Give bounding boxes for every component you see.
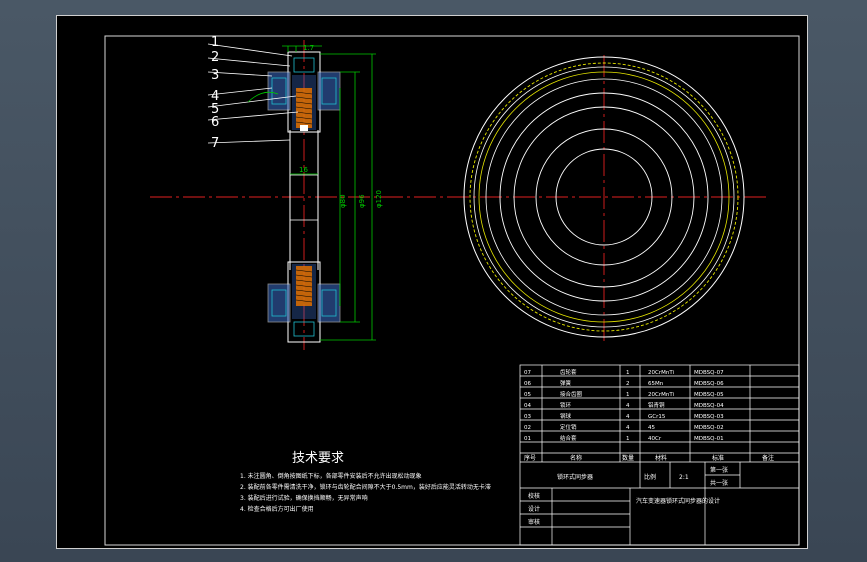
bom-cell-qty: 4 — [626, 414, 630, 420]
bom-header-material: 材料 — [655, 454, 667, 462]
drawing-sheet — [56, 15, 808, 549]
bom-header: 序号 名称 数量 材料 标准 备注 — [524, 454, 774, 462]
bom-cell-material: 40Cr — [648, 436, 662, 442]
tech-requirements-title: 技术要求 — [292, 451, 344, 466]
bom-cell-no: 06 — [524, 381, 531, 387]
part-label-6: 6 — [211, 115, 219, 130]
bom-cell-std: MDBSQ-02 — [694, 425, 724, 431]
bom-cell-material: 20CrMnTi — [648, 370, 675, 376]
bom-cell-std: MDBSQ-06 — [694, 381, 724, 387]
tech-line-1: 1. 未注圆角、倒角按图纸下标，各部零件安装后不允许出现松动现象 — [240, 472, 422, 480]
tech-requirements: 技术要求 1. 未注圆角、倒角按图纸下标，各部零件安装后不允许出现松动现象 2.… — [240, 451, 491, 513]
bom-header-note: 备注 — [762, 454, 774, 462]
part-label-5: 5 — [211, 102, 219, 117]
bom-cell-no: 04 — [524, 403, 531, 409]
tech-line-2: 2. 装配前各零件需清洗干净，锁环与齿轮配合间隙不大于0.5mm，装好后应能灵活… — [240, 483, 491, 491]
review-label: 审核 — [528, 518, 540, 526]
bom-cell-std: MDBSQ-07 — [694, 370, 724, 376]
bom-cell-qty: 1 — [626, 392, 630, 398]
bom-cell-qty: 4 — [626, 425, 630, 431]
dim-width: 16 — [299, 166, 308, 174]
sheet-total: 共一张 — [710, 479, 728, 487]
bom-cell-name: 锁环 — [560, 401, 572, 409]
project-title: 汽车变速器锁环式同步器的设计 — [636, 497, 720, 505]
bom-cell-no: 05 — [524, 392, 531, 398]
bom-header-no: 序号 — [524, 454, 536, 462]
part-label-4: 4 — [211, 89, 219, 104]
bom-cell-name: 弹簧 — [560, 379, 572, 387]
bom-cell-material: 45 — [648, 425, 655, 431]
part-label-3: 3 — [211, 68, 219, 83]
inner-frame — [104, 35, 800, 546]
tech-line-3: 3. 装配后进行试验，确保换挡顺畅，无异常声响 — [240, 494, 368, 502]
bom-cell-material: 铝青铜 — [648, 401, 665, 409]
bom-cell-no: 03 — [524, 414, 531, 420]
section-view — [207, 43, 376, 343]
bom-cell-no: 01 — [524, 436, 531, 442]
dim-d2: φ96 — [358, 194, 366, 208]
bom-cell-name: 钢球 — [560, 412, 572, 420]
design-label: 设计 — [528, 505, 540, 513]
drawing-name: 锁环式同步器 — [557, 473, 593, 481]
bom-cell-name: 接合齿圈 — [560, 390, 583, 398]
bom-cell-name: 定位销 — [560, 423, 577, 431]
bom-cell-qty: 1 — [626, 370, 630, 376]
bom-header-std: 标准 — [712, 454, 724, 462]
bom-cell-name: 结合套 — [560, 434, 577, 442]
bom-header-qty: 数量 — [622, 454, 634, 462]
tech-line-4: 4. 检查合格后方可出厂使用 — [240, 505, 314, 513]
bom-cell-material: GCr15 — [648, 414, 666, 420]
bom-header-name: 名称 — [570, 454, 582, 462]
title-block: 锁环式同步器 比例 2:1 第一张 共一张 校核 设计 审核 汽车变速器锁环式同… — [528, 466, 728, 526]
part-label-1: 1 — [211, 35, 219, 50]
bom-cell-std: MDBSQ-03 — [694, 414, 724, 420]
dim-d1: φ80 — [339, 194, 347, 208]
part-label-7: 7 — [211, 136, 219, 151]
dim-d3: φ120 — [375, 190, 383, 208]
bom-cell-material: 20CrMnTi — [648, 392, 675, 398]
bom-cell-qty: 1 — [626, 436, 630, 442]
check-label: 校核 — [528, 492, 540, 500]
bom-cell-material: 65Mn — [648, 381, 664, 387]
bom-cell-std: MDBSQ-01 — [694, 436, 724, 442]
front-view — [463, 56, 745, 338]
bom-cell-qty: 2 — [626, 381, 630, 387]
bom-cell-std: MDBSQ-04 — [694, 403, 724, 409]
bom-cell-qty: 4 — [626, 403, 630, 409]
bom-cell-std: MDBSQ-05 — [694, 392, 724, 398]
dim-top: 1.7 — [303, 44, 314, 52]
bom-grid — [519, 364, 800, 546]
bom-rows: 07 齿轮套 1 20CrMnTi MDBSQ-07 06 弹簧 2 65Mn MDBSQ-06 0… — [524, 368, 724, 442]
bom-cell-name: 齿轮套 — [560, 368, 577, 376]
bom-cell-no: 02 — [524, 425, 531, 431]
scale-value: 2:1 — [679, 474, 689, 481]
bom-cell-no: 07 — [524, 370, 531, 376]
part-label-2: 2 — [211, 50, 219, 65]
scale-label: 比例 — [644, 473, 656, 481]
sheet-no: 第一张 — [710, 466, 728, 474]
